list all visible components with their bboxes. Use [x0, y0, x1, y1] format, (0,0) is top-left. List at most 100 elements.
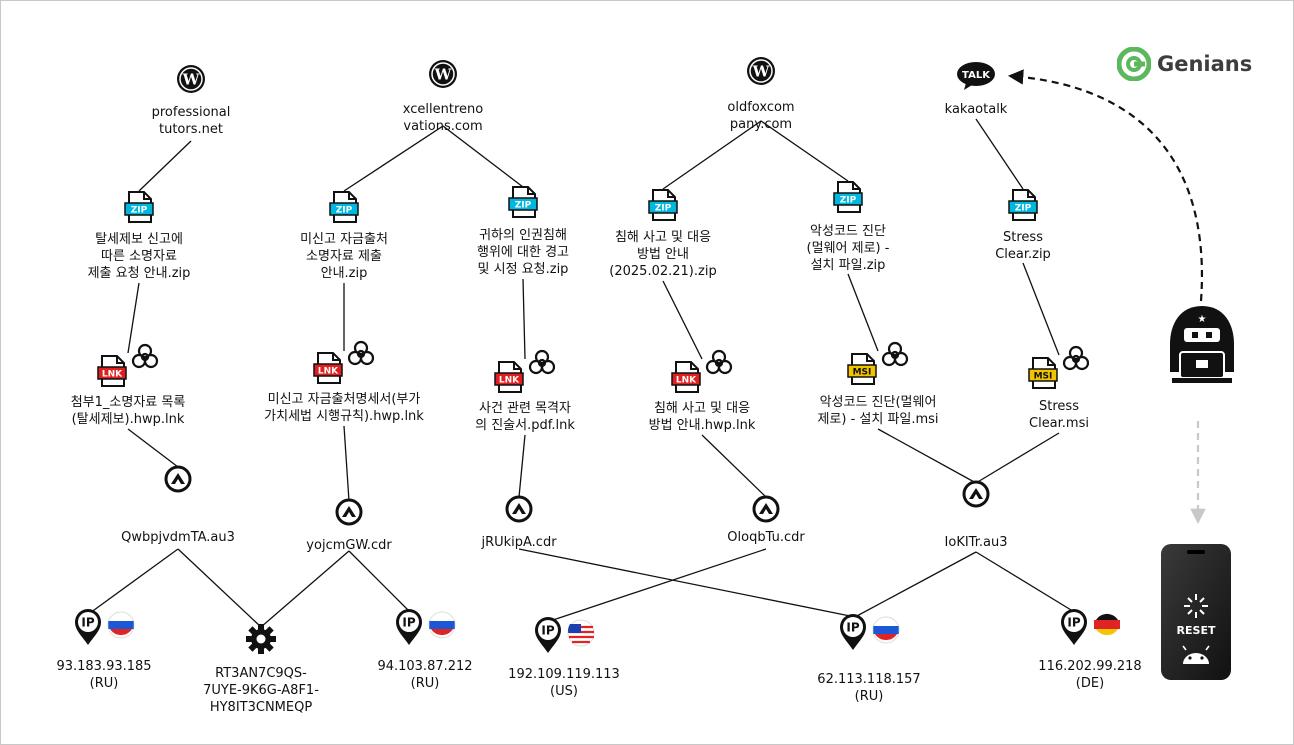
- biohazard-icon: [705, 348, 733, 380]
- autoit-icon: [962, 480, 990, 512]
- edge-s2-z3: [442, 125, 524, 188]
- ip-pin-icon: IP: [394, 608, 424, 650]
- site-label-s1: professional tutors.net: [151, 105, 231, 137]
- edge-a4-e4: [549, 548, 767, 622]
- svg-text:MSI: MSI: [853, 368, 872, 378]
- genians-logo: Genians: [1117, 47, 1252, 81]
- zip-file-icon: ZIP: [833, 180, 863, 218]
- payload-label-p1: 첨부1_소명자료 목록 (탈세제보).hwp.lnk: [70, 395, 186, 427]
- de-flag-icon: [1093, 611, 1121, 643]
- endpoint-label-e3: 94.103.87.212 (RU): [377, 659, 473, 691]
- lnk-file-icon: LNK: [494, 349, 556, 394]
- edge-s3-z4: [662, 120, 762, 190]
- payload-label-p3: 사건 관련 목격자 의 진술서.pdf.lnk: [475, 401, 575, 433]
- svg-text:LNK: LNK: [676, 376, 697, 386]
- autoit-icon: [335, 498, 363, 530]
- svg-text:IP: IP: [402, 616, 415, 630]
- svg-text:W: W: [752, 63, 771, 81]
- endpoint-label-e6: 116.202.99.218 (DE): [1038, 659, 1142, 691]
- svg-text:LNK: LNK: [499, 376, 520, 386]
- edge-a1-e2: [177, 548, 262, 628]
- edge-a1-e1: [89, 548, 179, 614]
- svg-text:IP: IP: [1067, 616, 1080, 630]
- ip-endpoint: IP: [533, 616, 595, 658]
- site-label-s2: xcellentreno vations.com: [402, 102, 484, 134]
- autoit-icon: [164, 465, 192, 497]
- archive-label-z2: 미신고 자금출처 소명자료 제출 안내.zip: [300, 232, 388, 281]
- edge-z4-p4: [662, 280, 703, 360]
- lnk-file-icon: LNK: [313, 340, 375, 385]
- edge-z1-p1: [127, 282, 140, 354]
- zip-file-icon: ZIP: [124, 190, 154, 228]
- ip-pin-icon: IP: [533, 616, 563, 658]
- kakaotalk-icon: TALK: [956, 61, 996, 95]
- edge-p6-a5: [975, 432, 1060, 484]
- msi-file-icon: MSI: [847, 341, 909, 386]
- ip-endpoint: IP: [394, 608, 456, 650]
- autoit-icon: [505, 495, 533, 527]
- msi-file-icon: MSI: [1028, 345, 1090, 390]
- endpoint-label-e2: RT3AN7C9QS- 7UYE-9K6G-A8F1- HY8IT3CNMEQP: [203, 666, 319, 715]
- svg-text:W: W: [182, 71, 201, 89]
- zip-file-icon: ZIP: [508, 185, 538, 223]
- endpoint-label-e5: 62.113.118.157 (RU): [817, 672, 921, 704]
- payload-label-p4: 침해 사고 및 대응 방법 안내.hwp.lnk: [648, 401, 756, 433]
- edge-p3-a3: [518, 434, 526, 498]
- actor-to-kakaotalk-arrow: [1007, 69, 1204, 302]
- edge-p2-a2: [343, 425, 350, 502]
- edge-a5-e6: [975, 551, 1077, 614]
- svg-text:ZIP: ZIP: [1015, 204, 1032, 214]
- svg-text:LNK: LNK: [102, 370, 123, 380]
- site-label-s4: kakaotalk: [944, 102, 1008, 117]
- svg-text:ZIP: ZIP: [655, 204, 672, 214]
- ip-pin-icon: IP: [838, 613, 868, 655]
- ru-flag-icon: [428, 611, 456, 643]
- svg-text:MSI: MSI: [1034, 372, 1053, 382]
- archive-label-z6: Stress Clear.zip: [995, 230, 1051, 262]
- us-flag-icon: [567, 619, 595, 651]
- svg-text:IP: IP: [541, 624, 554, 638]
- payload-label-p5: 악성코드 진단(멀웨어 제로) - 설치 파일.msi: [817, 395, 939, 427]
- zip-file-icon: ZIP: [648, 188, 678, 226]
- payload-label-p2: 미신고 자금출처명세서(부가 가치세법 시행규칙).hwp.lnk: [264, 392, 424, 424]
- script-label-a3: jRUkipA.cdr: [481, 535, 557, 550]
- svg-text:LNK: LNK: [318, 367, 339, 377]
- wordpress-icon: W: [746, 56, 776, 90]
- edge-z3-p3: [522, 278, 526, 360]
- archive-label-z4: 침해 사고 및 대응 방법 안내 (2025.02.21).zip: [609, 230, 717, 279]
- ip-endpoint: IP: [838, 613, 900, 655]
- edge-z5-p5: [847, 273, 879, 352]
- svg-text:ZIP: ZIP: [840, 196, 857, 206]
- edge-s4-z6: [975, 118, 1024, 190]
- endpoint-label-e4: 192.109.119.113 (US): [508, 667, 620, 699]
- zip-file-icon: ZIP: [329, 190, 359, 228]
- biohazard-icon: [347, 339, 375, 371]
- ru-flag-icon: [872, 616, 900, 648]
- lnk-file-icon: LNK: [671, 349, 733, 394]
- wordpress-icon: W: [428, 59, 458, 93]
- svg-text:ZIP: ZIP: [336, 206, 353, 216]
- biohazard-icon: [131, 342, 159, 374]
- script-label-a1: QwbpjvdmTA.au3: [121, 530, 235, 545]
- archive-label-z1: 탈세제보 신고에 따른 소명자료 제출 요청 안내.zip: [87, 232, 191, 281]
- endpoint-label-e1: 93.183.93.185 (RU): [56, 659, 152, 691]
- biohazard-icon: [881, 340, 909, 372]
- smartphone-icon: RESET: [1159, 542, 1233, 686]
- genians-logo-text: Genians: [1157, 52, 1253, 76]
- svg-text:ZIP: ZIP: [131, 206, 148, 216]
- edge-p5-a5: [877, 428, 977, 484]
- ip-endpoint: IP: [1059, 608, 1121, 650]
- edge-p1-a1: [127, 428, 179, 468]
- gear-icon: [245, 623, 277, 659]
- edge-s3-z5: [760, 120, 849, 182]
- edge-z6-p6: [1022, 262, 1060, 356]
- edge-p4-a4: [701, 434, 767, 498]
- script-label-a2: yojcmGW.cdr: [306, 538, 392, 553]
- wordpress-icon: W: [176, 64, 206, 98]
- svg-text:TALK: TALK: [962, 70, 991, 81]
- svg-text:ZIP: ZIP: [515, 201, 532, 211]
- edge-s1-z1: [138, 140, 192, 192]
- ru-flag-icon: [107, 611, 135, 643]
- svg-text:IP: IP: [846, 621, 859, 635]
